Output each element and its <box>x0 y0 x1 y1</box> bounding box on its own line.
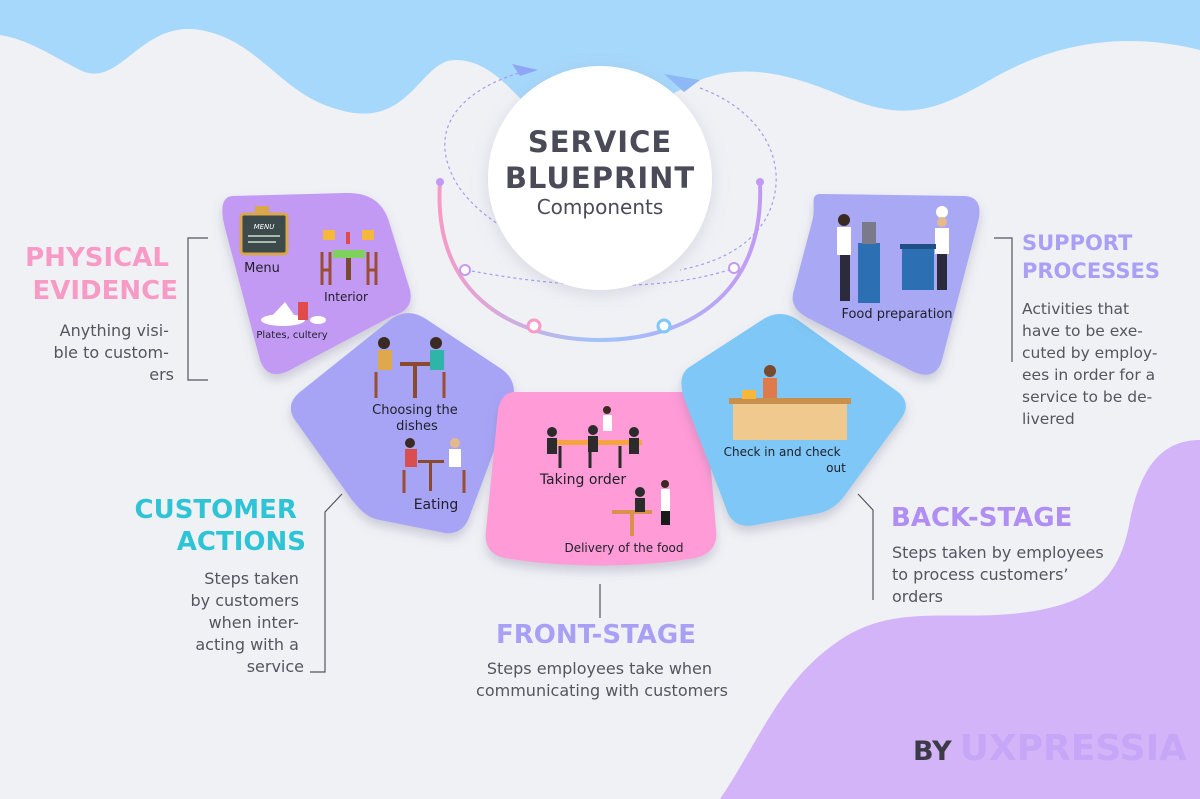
label-check-in: Check in and check out <box>724 445 847 475</box>
label-choosing-dishes: Choosing the dishes <box>372 403 462 434</box>
label-plates: Plates, cultery <box>256 330 327 341</box>
page-title: SERVICE BLUEPRINT <box>490 124 710 196</box>
brand-by: BY <box>913 736 952 767</box>
title-line-1: SERVICE <box>527 125 673 159</box>
heading-back-stage: BACK-STAGE <box>891 503 1072 533</box>
connector-physical-evidence <box>187 237 208 381</box>
heading-front-stage: FRONT-STAGE <box>496 620 696 650</box>
arc-node <box>756 178 764 186</box>
delivery-food-icon <box>612 480 670 536</box>
label-eating: Eating <box>414 497 459 513</box>
center-circle <box>488 66 712 290</box>
paper-plane-icon <box>664 74 700 92</box>
orbit-dashed-left <box>444 69 581 259</box>
label-taking-order: Taking order <box>539 472 627 488</box>
food-preparation-icon <box>837 206 949 303</box>
heading-customer-actions: CUSTOMER ACTIONS <box>135 495 306 557</box>
orbit-dashed-right <box>679 87 777 271</box>
heading-physical-evidence: PHYSICAL EVIDENCE <box>25 243 178 306</box>
card-customer-actions <box>290 313 514 534</box>
heading-support-processes: SUPPORT PROCESSES <box>1022 231 1160 283</box>
desc-support-processes: Activities that have to be exe- cuted by… <box>1022 300 1162 428</box>
desc-physical-evidence: Anything visi- ble to custom- ers <box>54 321 174 384</box>
connector-customer-actions <box>310 493 343 673</box>
brand-logo: UXPRESSIA <box>959 728 1187 769</box>
arc-node <box>656 318 672 334</box>
arc-node <box>728 262 740 274</box>
outer-arc <box>437 180 763 343</box>
card-front-stage <box>485 392 717 566</box>
arc-node <box>459 264 471 276</box>
arc-node <box>436 178 444 186</box>
label-interior: Interior <box>324 290 368 304</box>
label-food-preparation: Food preparation <box>841 307 952 322</box>
choosing-dishes-icon <box>374 337 446 398</box>
connector-support-processes <box>994 237 1013 362</box>
taking-order-icon <box>547 406 642 468</box>
page-subtitle: Components <box>536 195 664 219</box>
desc-customer-actions: Steps taken by customers when inter- act… <box>191 569 304 676</box>
paper-plane-icon <box>512 64 538 76</box>
menu-board-icon <box>239 206 289 256</box>
desc-back-stage: Steps taken by employees to process cust… <box>892 543 1109 606</box>
check-in-desk-icon <box>729 365 851 440</box>
desc-front-stage: Steps employees take when communicating … <box>476 659 728 700</box>
connector-back-stage <box>857 493 874 600</box>
label-menu-board: MENU <box>254 223 275 231</box>
eating-icon <box>402 438 466 493</box>
interior-table-icon <box>320 230 378 285</box>
label-menu: Menu <box>244 261 280 276</box>
title-line-2: BLUEPRINT <box>504 161 696 195</box>
bottom-lavender-blob <box>720 440 1200 799</box>
label-delivery: Delivery of the food <box>564 541 683 555</box>
plates-cutlery-icon <box>261 302 326 326</box>
arc-node <box>526 318 542 334</box>
